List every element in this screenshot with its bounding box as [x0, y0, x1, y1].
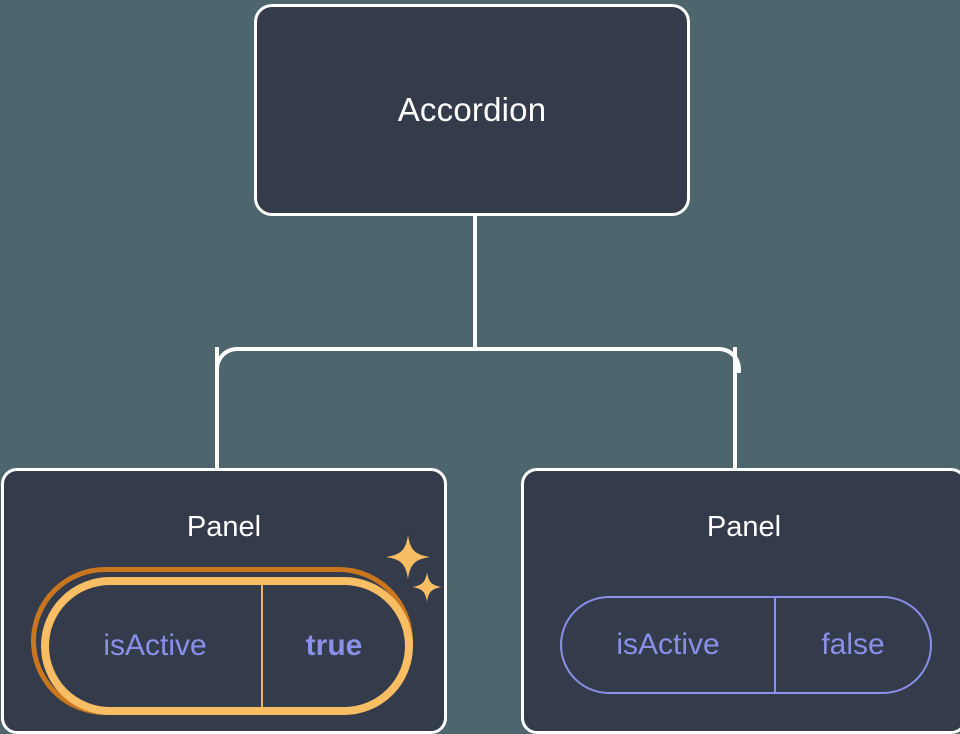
edge-elbow-right — [715, 347, 741, 373]
node-accordion-title: Accordion — [397, 91, 547, 128]
prop-pill-right-divider — [774, 598, 776, 692]
prop-pill-right-key: isActive — [616, 628, 720, 661]
prop-pill-right[interactable]: isActive false — [560, 596, 932, 694]
prop-pill-left[interactable]: isActive true — [41, 577, 413, 715]
prop-pill-left-value: true — [305, 629, 363, 662]
node-panel-right-title: Panel — [706, 511, 782, 543]
node-panel-right[interactable]: Panel isActive false — [521, 468, 960, 734]
prop-pill-right-value: false — [821, 628, 885, 661]
edge-drop-to-panel-right — [733, 347, 737, 471]
prop-pill-left-key: isActive — [103, 629, 207, 662]
node-panel-left-title: Panel — [186, 511, 262, 543]
node-accordion[interactable]: Accordion — [254, 4, 690, 216]
prop-pill-left-highlight-ring[interactable]: isActive true — [31, 567, 413, 715]
prop-pill-left-wrapper: isActive true — [31, 567, 413, 715]
sparkle-large-icon — [386, 535, 430, 579]
edge-drop-to-panel-left — [215, 347, 219, 471]
edge-distribution-bus — [215, 347, 737, 351]
prop-pill-left-divider — [261, 585, 263, 707]
sparkle-small-icon — [412, 572, 442, 602]
edge-accordion-to-bus — [473, 214, 477, 349]
